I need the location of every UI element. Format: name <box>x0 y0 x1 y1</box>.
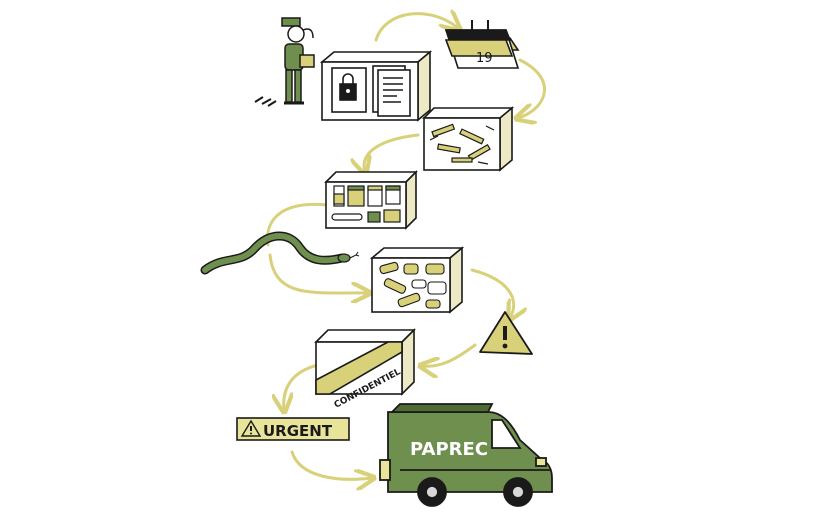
arrow-9 <box>290 450 372 479</box>
arrow-6 <box>470 268 514 318</box>
arrow-7 <box>422 343 477 366</box>
syringe-icon <box>429 123 495 165</box>
calendar-icon: 19 <box>444 20 520 69</box>
bandage-icon <box>379 261 447 309</box>
calendar-day: 19 <box>476 51 493 66</box>
box-bandages <box>369 246 465 314</box>
van-icon: PAPREC <box>379 403 553 507</box>
warning-icon <box>479 311 533 355</box>
jar-icon <box>331 185 401 223</box>
snake-icon <box>200 231 360 275</box>
arrow-2 <box>518 58 546 118</box>
urgent-label: URGENT <box>236 417 350 441</box>
urgent-text: URGENT <box>263 422 333 440</box>
arrow-8 <box>284 363 320 410</box>
box-syringes <box>422 106 515 172</box>
arrow-3 <box>364 133 420 172</box>
lock-icon <box>331 67 367 113</box>
document-icon <box>372 65 411 117</box>
warning-icon <box>240 419 262 437</box>
box-confidential: CONFIDENTIEL <box>314 328 416 411</box>
van-brand: PAPREC <box>410 439 488 460</box>
box-secure-documents <box>319 50 433 122</box>
arrow-1 <box>374 14 458 42</box>
arrow-5 <box>268 253 368 293</box>
worker-icon <box>254 17 315 107</box>
box-jars <box>324 170 418 230</box>
flow-arrows <box>266 14 546 480</box>
